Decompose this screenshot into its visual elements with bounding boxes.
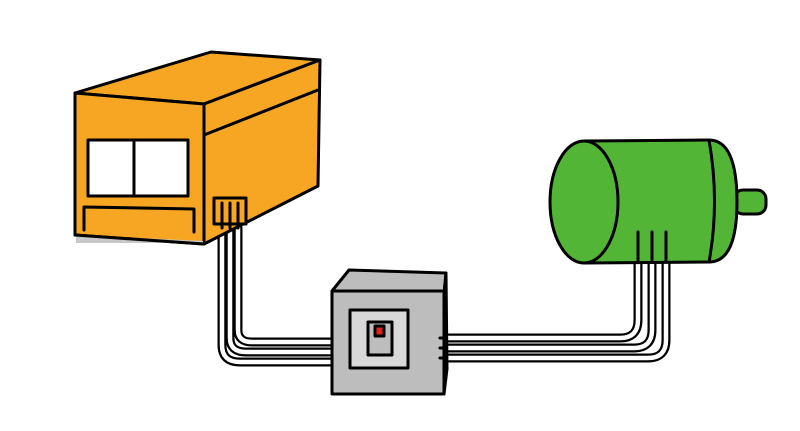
motor-body: [582, 138, 739, 265]
power-unit-panel: [82, 205, 196, 234]
wires-switch-to-motor: [439, 227, 671, 363]
motor-shaft: [732, 188, 768, 216]
wires-power-to-switch: [217, 223, 337, 367]
switch-box: [330, 268, 449, 396]
motor-end-cap: [548, 139, 620, 265]
motor: [548, 138, 768, 265]
power-unit-window: [86, 138, 190, 198]
switch-indicator: [373, 324, 386, 338]
power-unit: [73, 50, 322, 246]
